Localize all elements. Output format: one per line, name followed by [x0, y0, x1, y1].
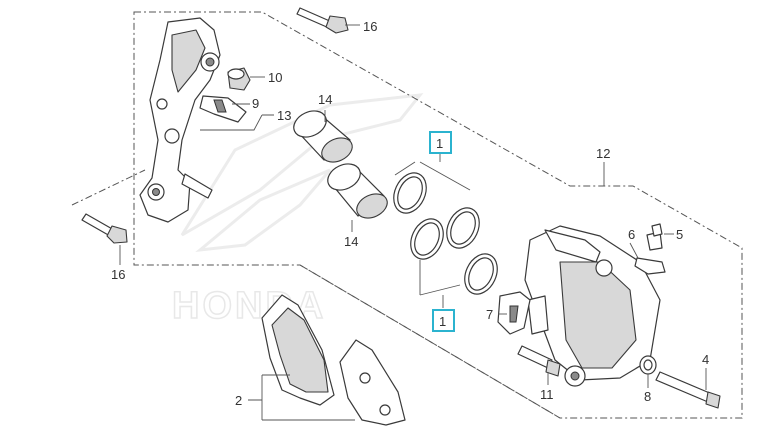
- slide-pin-11: [517, 345, 561, 377]
- callout-10: 10: [268, 70, 282, 85]
- callout-14-lower: 14: [344, 234, 358, 249]
- callout-1-upper: 1: [436, 136, 443, 151]
- leader-lines: [119, 24, 707, 421]
- bleeder-valve-5: [646, 223, 663, 251]
- assembly-frame: [71, 11, 743, 419]
- callout-labels: 1 1 2 4 5 6 7 8 9 10 11 12 13 14 14 16 1…: [111, 19, 709, 408]
- callout-14-upper: 14: [318, 92, 332, 107]
- callout-box-1-lower: [432, 309, 455, 332]
- pin-4: [655, 371, 721, 409]
- brake-pads-2: [261, 294, 406, 426]
- callout-16-left: 16: [111, 267, 125, 282]
- caliper-bracket: [139, 17, 221, 223]
- callout-box-1-upper: [429, 131, 452, 154]
- piston-14-lower: [327, 163, 388, 219]
- callout-9: 9: [252, 96, 259, 111]
- pad-clip-9: [199, 95, 247, 123]
- callout-13: 13: [277, 108, 291, 123]
- callout-8: 8: [644, 389, 651, 404]
- washer-8: [639, 355, 657, 375]
- bolt-16-left: [81, 213, 128, 244]
- callout-16-top: 16: [363, 19, 377, 34]
- callout-2: 2: [235, 393, 242, 408]
- callout-12: 12: [596, 146, 610, 161]
- callout-7: 7: [486, 307, 493, 322]
- caliper-body-12: [524, 225, 661, 387]
- piston-seals-1: [393, 172, 498, 295]
- callout-5: 5: [676, 227, 683, 242]
- callout-4: 4: [702, 352, 709, 367]
- bleeder-cap-6: [634, 257, 666, 275]
- callout-1-lower: 1: [439, 314, 446, 329]
- pad-spring-7: [497, 291, 531, 335]
- bolt-16-top: [296, 7, 349, 34]
- callout-6: 6: [628, 227, 635, 242]
- callout-11: 11: [540, 387, 554, 402]
- bushing-10: [227, 67, 251, 91]
